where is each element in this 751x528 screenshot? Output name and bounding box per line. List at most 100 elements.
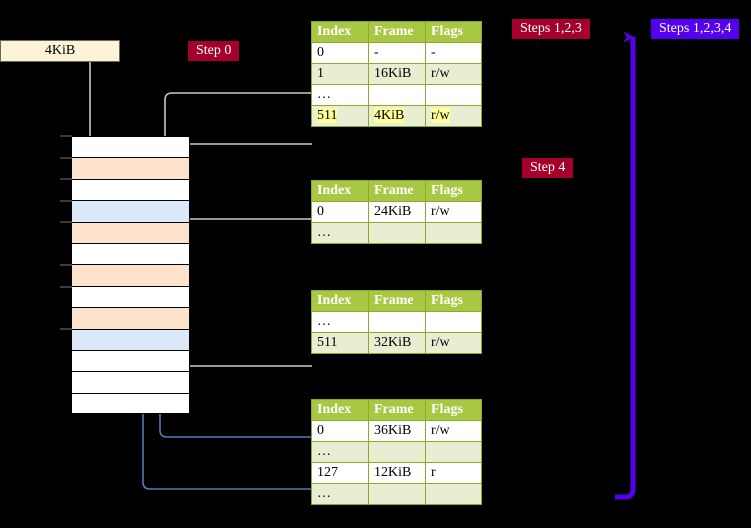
table-row: …: [311, 311, 482, 333]
memory-row: [71, 349, 190, 372]
cell-value: 511: [317, 335, 338, 350]
table-row: 511 32KiB r/w: [311, 332, 482, 354]
cell-value: 4KiB: [374, 108, 405, 123]
cell-index: …: [311, 222, 369, 244]
column-header-index: Index: [311, 399, 369, 421]
cell-frame: 4KiB: [368, 105, 426, 127]
cell-value: -: [431, 45, 436, 60]
column-header-flags: Flags: [425, 399, 482, 421]
memory-row: [71, 221, 190, 243]
cell-index: 0: [311, 201, 369, 223]
table-row: 0 36KiB r/w: [311, 420, 482, 442]
cell-flags: [425, 311, 482, 333]
table-row: …: [311, 483, 482, 505]
memory-row: [71, 307, 190, 329]
column-header-index: Index: [311, 180, 369, 202]
cell-frame: 16KiB: [368, 63, 426, 85]
cell-flags: r/w: [425, 420, 482, 442]
cell-value: r/w: [431, 423, 450, 438]
cell-index: …: [311, 84, 369, 106]
cell-value: r/w: [431, 204, 450, 219]
memory-row: [71, 328, 190, 350]
cell-frame: [368, 222, 426, 244]
cell-flags: [425, 222, 482, 244]
column-header-frame: Frame: [368, 180, 426, 202]
column-header-flags: Flags: [425, 21, 482, 43]
cell-flags: [425, 441, 482, 463]
cell-value: 12KiB: [374, 465, 412, 480]
memory-block-4kib: 4KiB: [0, 40, 120, 62]
cell-frame: [368, 84, 426, 106]
cell-index: 1: [311, 63, 369, 85]
cell-frame: 32KiB: [368, 332, 426, 354]
cell-value: -: [374, 45, 379, 60]
memory-row: [71, 371, 190, 393]
cell-index: …: [311, 441, 369, 463]
cell-value: r/w: [431, 108, 450, 123]
memory-row: [71, 264, 190, 286]
cell-flags: [425, 84, 482, 106]
cell-value: …: [317, 314, 331, 329]
table-row: …: [311, 441, 482, 463]
cell-value: 32KiB: [374, 335, 412, 350]
cell-value: 36KiB: [374, 423, 412, 438]
cell-frame: [368, 483, 426, 505]
column-header-frame: Frame: [368, 21, 426, 43]
column-header-frame: Frame: [368, 399, 426, 421]
memory-row: [71, 285, 190, 308]
steps-123-badge: Steps 1,2,3: [512, 19, 590, 40]
step-0-badge: Step 0: [188, 41, 240, 62]
cell-value: r: [431, 465, 436, 480]
cell-flags: r/w: [425, 201, 482, 223]
table-row: …: [311, 222, 482, 244]
cell-index: 511: [311, 105, 369, 127]
steps-1234-label: Steps 1,2,3,4: [659, 21, 732, 36]
cell-value: r/w: [431, 66, 450, 81]
table-row: 1 16KiB r/w: [311, 63, 482, 85]
cell-index: …: [311, 311, 369, 333]
cell-frame: [368, 311, 426, 333]
cell-frame: [368, 441, 426, 463]
cell-frame: 36KiB: [368, 420, 426, 442]
cell-value: r/w: [431, 335, 450, 350]
cell-frame: 24KiB: [368, 201, 426, 223]
cell-flags: r/w: [425, 63, 482, 85]
cell-index: 127: [311, 462, 369, 484]
cell-index: 0: [311, 420, 369, 442]
cell-frame: -: [368, 42, 426, 64]
cell-value: 1: [317, 66, 324, 81]
table-row: 0--: [311, 42, 482, 64]
cell-value: …: [317, 486, 331, 501]
cell-value: 0: [317, 423, 324, 438]
cell-flags: [425, 483, 482, 505]
cell-value: 24KiB: [374, 204, 412, 219]
cell-index: 511: [311, 332, 369, 354]
step-4-badge: Step 4: [522, 158, 574, 179]
step-0-label: Step 0: [196, 43, 232, 58]
table-row: 127 12KiB r: [311, 462, 482, 484]
memory-row: [71, 136, 190, 158]
cell-frame: 12KiB: [368, 462, 426, 484]
column-header-index: Index: [311, 21, 369, 43]
memory-row: [71, 200, 190, 222]
table-row: 511 4KiB r/w: [311, 105, 482, 127]
memory-row: [71, 392, 190, 415]
column-header-flags: Flags: [425, 290, 482, 312]
cell-flags: r/w: [425, 105, 482, 127]
cell-index: 0: [311, 42, 369, 64]
table-row: …: [311, 84, 482, 106]
cell-value: …: [317, 444, 331, 459]
table-row: 0 24KiB r/w: [311, 201, 482, 223]
cell-value: …: [317, 225, 331, 240]
cell-value: 127: [317, 465, 338, 480]
steps-123-label: Steps 1,2,3: [520, 21, 582, 36]
memory-row: [71, 157, 190, 179]
memory-column: [71, 136, 190, 415]
